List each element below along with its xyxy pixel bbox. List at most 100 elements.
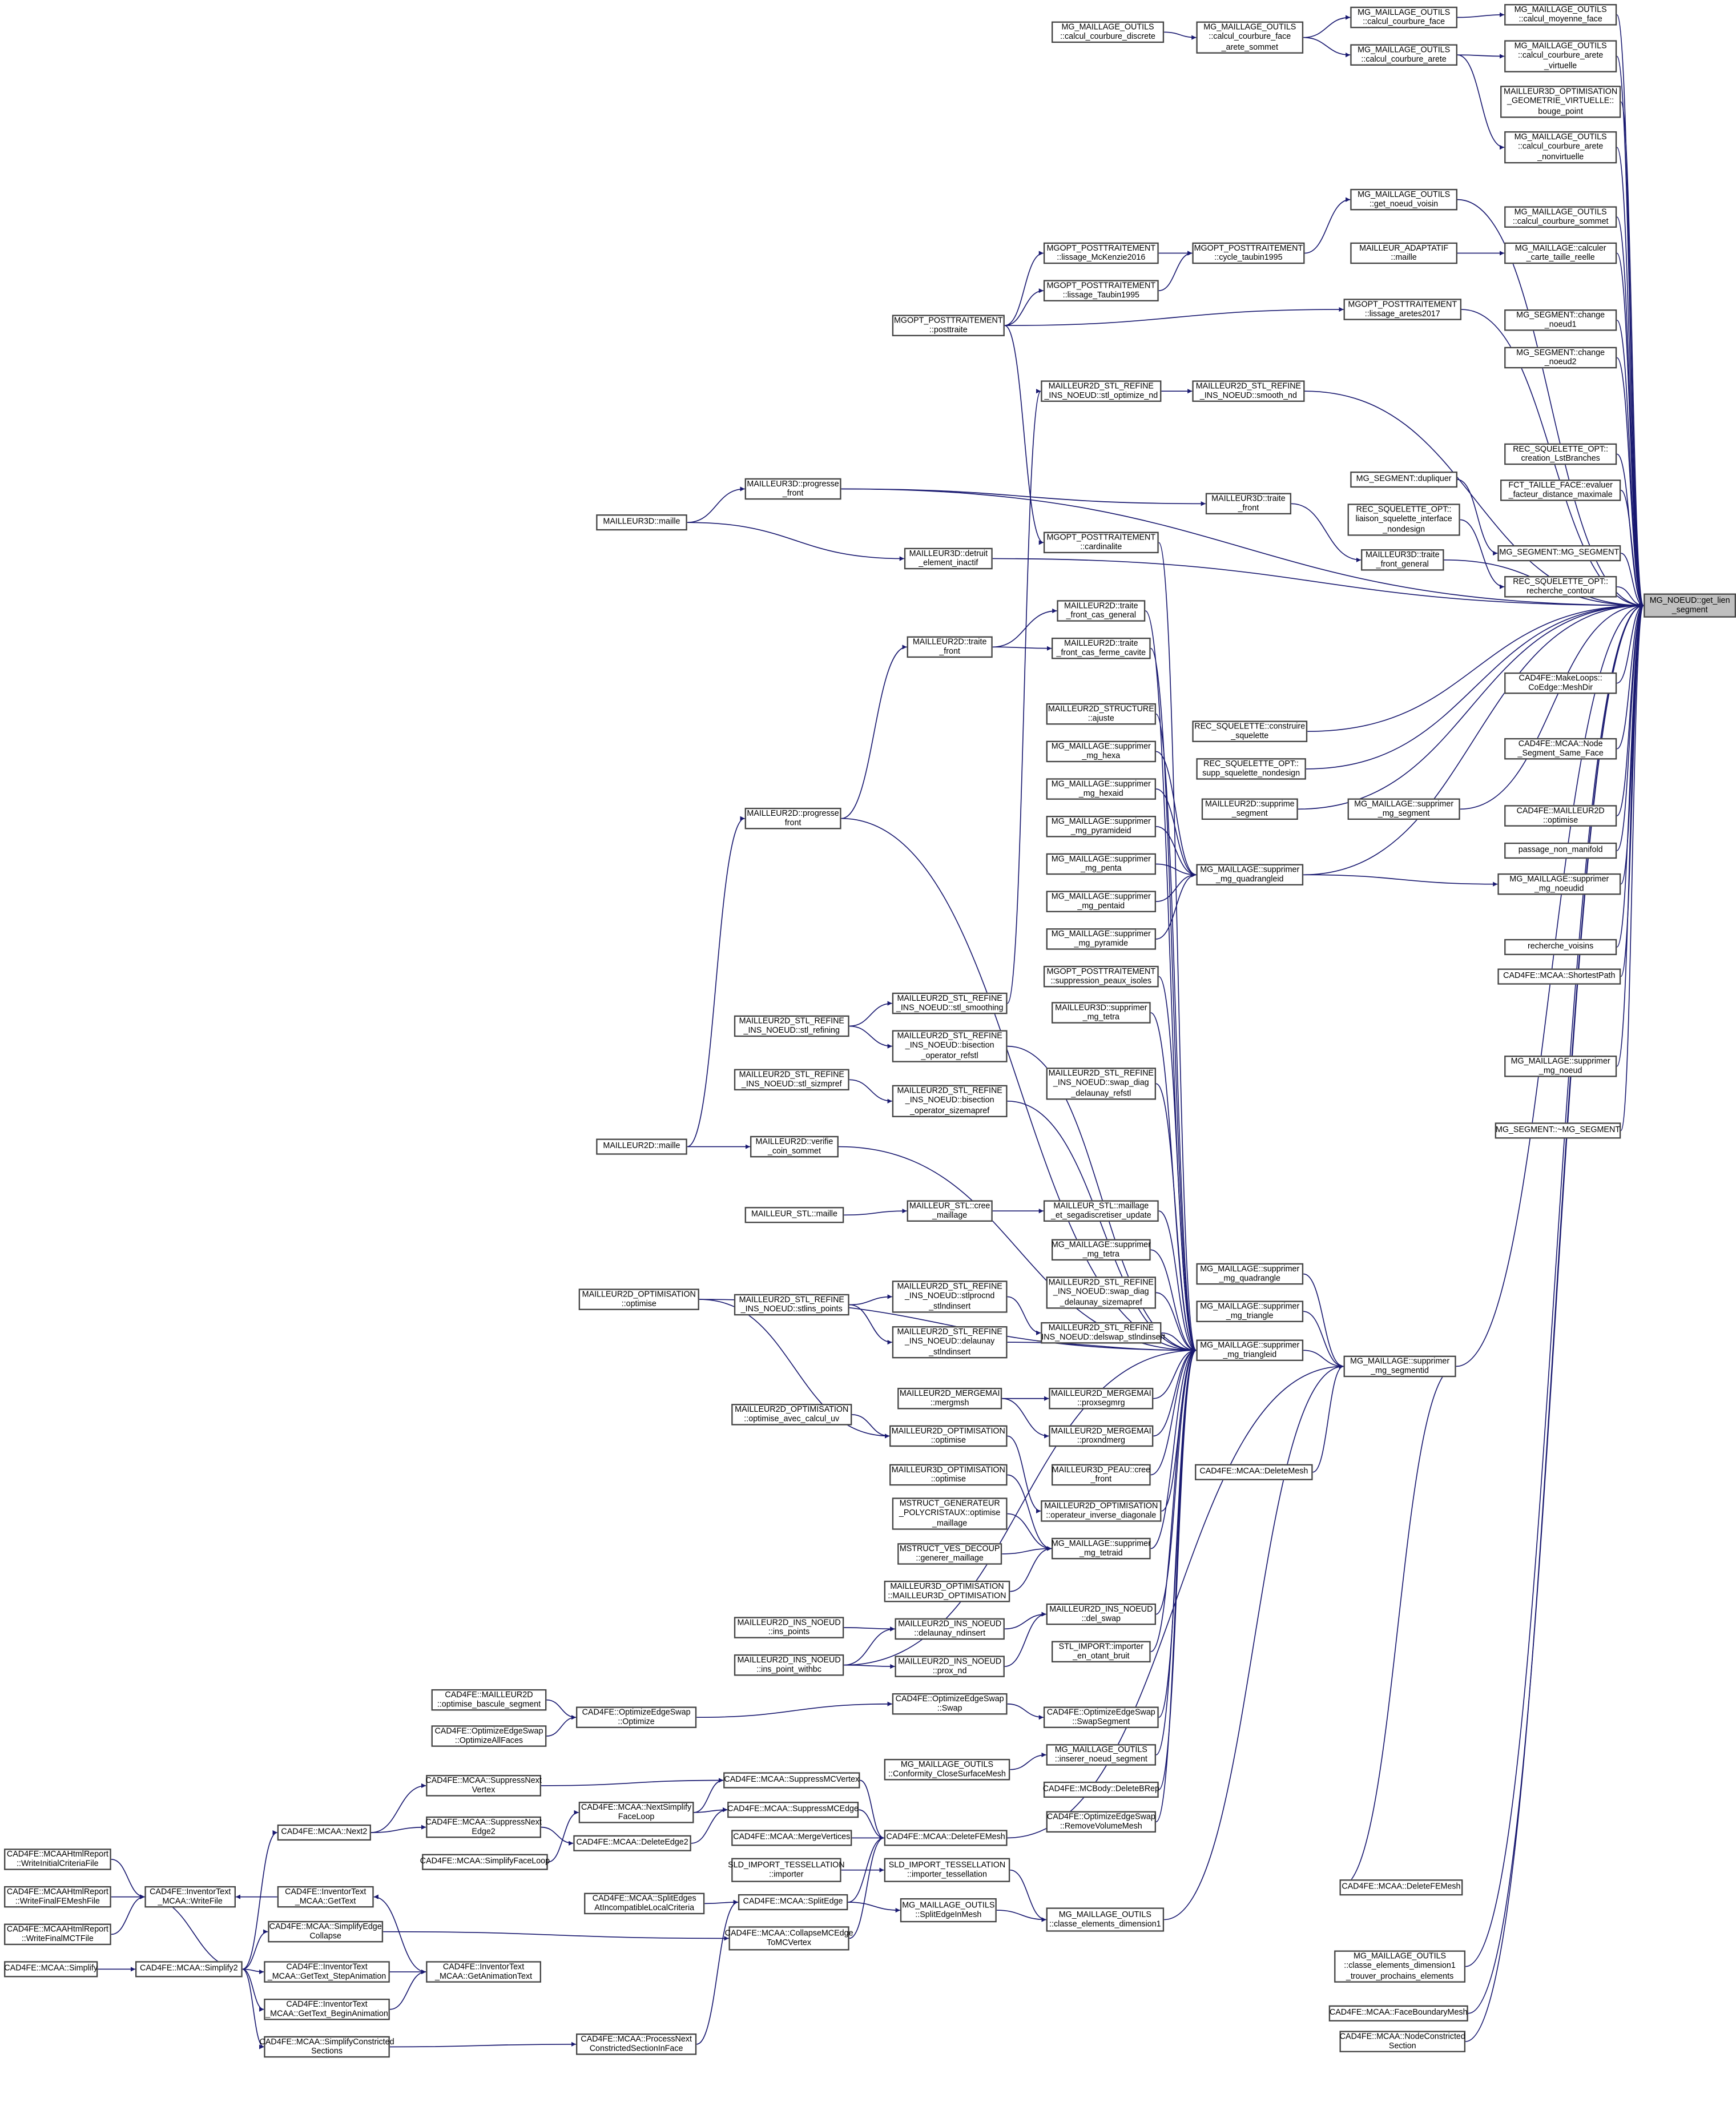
- graph-node[interactable]: CAD4FE::MAILLEUR2D ::optimise: [1504, 805, 1617, 827]
- focus-node-get-lien-segment[interactable]: MG_NOEUD::get_lien _segment: [1644, 593, 1736, 618]
- graph-node[interactable]: MG_MAILLAGE_OUTILS ::calcul_courbure_are…: [1504, 40, 1617, 73]
- graph-node[interactable]: MAILLEUR2D_INS_NOEUD ::prox_nd: [895, 1656, 1005, 1677]
- graph-node[interactable]: MG_MAILLAGE::supprimer _mg_quadrangle: [1196, 1263, 1304, 1285]
- graph-node[interactable]: MAILLEUR3D::detruit _element_inactif: [904, 547, 993, 570]
- graph-node[interactable]: MG_MAILLAGE::supprimer _mg_pentaid: [1046, 891, 1157, 912]
- graph-node[interactable]: MG_MAILLAGE_OUTILS ::Conformity_CloseSur…: [884, 1758, 1010, 1781]
- graph-node[interactable]: MG_MAILLAGE_OUTILS ::get_noeud_voisin: [1350, 188, 1457, 211]
- graph-node[interactable]: CAD4FE::MCAA::SuppressNext Vertex: [425, 1775, 542, 1797]
- graph-node[interactable]: MAILLEUR3D::traite _front: [1205, 493, 1292, 515]
- graph-node[interactable]: passage_non_manifold: [1504, 842, 1617, 859]
- graph-node[interactable]: MAILLEUR_STL::cree _maillage: [907, 1200, 993, 1222]
- graph-node[interactable]: REC_SQUELETTE::construire _squelette: [1192, 720, 1308, 742]
- graph-node[interactable]: REC_SQUELETTE_OPT:: liaison_squelette_in…: [1347, 504, 1460, 536]
- graph-node[interactable]: CAD4FE::MCAA::SimplifyConstricted Sectio…: [260, 2036, 394, 2058]
- graph-node[interactable]: MG_MAILLAGE::supprimer _mg_triangleid: [1196, 1339, 1304, 1362]
- graph-node[interactable]: MAILLEUR3D::traite _front_general: [1361, 549, 1444, 571]
- graph-node[interactable]: MSTRUCT_VES_DECOUP ::generer_maillage: [897, 1543, 1002, 1565]
- graph-node[interactable]: MAILLEUR_STL::maillage _et_segadiscretis…: [1043, 1200, 1159, 1222]
- graph-node[interactable]: MAILLEUR2D_OPTIMISATION ::operateur_inve…: [1041, 1500, 1162, 1522]
- graph-node[interactable]: MGOPT_POSTTRAITEMENT ::suppression_peaux…: [1043, 965, 1159, 988]
- graph-node[interactable]: MAILLEUR2D_STL_REFINE _INS_NOEUD::bisect…: [892, 1030, 1008, 1062]
- graph-node[interactable]: MG_MAILLAGE_OUTILS ::calcul_courbure_are…: [1350, 44, 1457, 66]
- graph-node[interactable]: MAILLEUR2D::traite _front: [907, 636, 993, 658]
- graph-node[interactable]: CAD4FE::MCAA::NextSimplify FaceLoop: [578, 1802, 694, 1823]
- graph-node[interactable]: CAD4FE::MCAAHtmlReport ::WriteInitialCri…: [4, 1849, 111, 1870]
- graph-node[interactable]: FCT_TAILLE_FACE::evaluer _facteur_distan…: [1500, 480, 1621, 501]
- graph-node[interactable]: CAD4FE::MCAA::ShortestPath: [1497, 968, 1621, 985]
- graph-node[interactable]: MG_MAILLAGE::supprimer _mg_hexa: [1046, 740, 1157, 763]
- graph-node[interactable]: MGOPT_POSTTRAITEMENT ::lissage_Taubin199…: [1043, 280, 1159, 301]
- graph-node[interactable]: MAILLEUR2D_STL_REFINE _INS_NOEUD::swap_d…: [1046, 1276, 1157, 1309]
- graph-node[interactable]: MAILLEUR2D::traite _front_cas_general: [1057, 600, 1146, 622]
- graph-node[interactable]: MAILLEUR3D::supprimer _mg_tetra: [1052, 1002, 1151, 1024]
- graph-node[interactable]: MG_MAILLAGE_OUTILS ::calcul_moyenne_face: [1504, 4, 1617, 26]
- graph-node[interactable]: CAD4FE::OptimizeEdgeSwap ::RemoveVolumeM…: [1046, 1811, 1157, 1833]
- graph-node[interactable]: CAD4FE::MCAA::NodeConstricted Section: [1339, 2031, 1466, 2052]
- graph-node[interactable]: CAD4FE::MCAA::Next2: [277, 1824, 371, 1841]
- graph-node[interactable]: MG_MAILLAGE_OUTILS ::classe_elements_dim…: [1334, 1950, 1466, 1983]
- graph-node[interactable]: CAD4FE::InventorText _MCAA::GetText_Begi…: [264, 1998, 390, 2020]
- graph-node[interactable]: MAILLEUR2D_MERGEMAI ::proxsegmrg: [1049, 1387, 1154, 1410]
- graph-node[interactable]: MG_MAILLAGE_OUTILS ::classe_elements_dim…: [1046, 1907, 1165, 1932]
- graph-node[interactable]: MAILLEUR2D_STL_REFINE _INS_NOEUD::stlins…: [734, 1294, 849, 1316]
- graph-node[interactable]: MG_MAILLAGE::supprimer _mg_hexaid: [1046, 778, 1157, 800]
- graph-node[interactable]: CAD4FE::MCAAHtmlReport ::WriteFinalFEMes…: [4, 1886, 111, 1908]
- graph-node[interactable]: MAILLEUR2D_STL_REFINE _INS_NOEUD::stl_sm…: [892, 992, 1008, 1014]
- graph-node[interactable]: MG_MAILLAGE::supprimer _mg_pyramide: [1046, 928, 1157, 950]
- graph-node[interactable]: MAILLEUR2D_STL_REFINE _INS_NOEUD::delaun…: [892, 1326, 1008, 1359]
- graph-node[interactable]: CAD4FE::MCAA::DeleteFEMesh: [1339, 1879, 1463, 1896]
- graph-node[interactable]: MAILLEUR3D_PEAU::cree _front: [1052, 1464, 1151, 1486]
- graph-node[interactable]: MAILLEUR2D_STL_REFINE _INS_NOEUD::stlpro…: [892, 1280, 1008, 1313]
- graph-node[interactable]: STL_IMPORT::importer _en_otant_bruit: [1052, 1641, 1151, 1663]
- graph-node[interactable]: MG_SEGMENT::~MG_SEGMENT: [1495, 1122, 1621, 1139]
- graph-node[interactable]: CAD4FE::MCAA::SimplifyEdge Collapse: [268, 1920, 384, 1943]
- graph-node[interactable]: MAILLEUR3D_OPTIMISATION _GEOMETRIE_VIRTU…: [1500, 86, 1621, 118]
- graph-node[interactable]: MG_MAILLAGE_OUTILS ::calcul_courbure_are…: [1504, 131, 1617, 164]
- graph-node[interactable]: CAD4FE::MCAA::Simplify2: [135, 1961, 243, 1978]
- graph-node[interactable]: MAILLEUR2D_STL_REFINE _INS_NOEUD::stl_re…: [734, 1015, 849, 1037]
- graph-node[interactable]: MAILLEUR2D_OPTIMISATION ::optimise: [889, 1425, 1008, 1447]
- graph-node[interactable]: CAD4FE::MCAA::Node _Segment_Same_Face: [1504, 738, 1617, 760]
- graph-node[interactable]: MAILLEUR2D_STL_REFINE _INS_NOEUD::stl_si…: [734, 1069, 849, 1091]
- graph-node[interactable]: SLD_IMPORT_TESSELLATION ::importer: [728, 1858, 845, 1882]
- graph-node[interactable]: CAD4FE::MCAA::Simplify: [4, 1961, 98, 1978]
- graph-node[interactable]: MAILLEUR_STL::maille: [744, 1207, 844, 1223]
- graph-node[interactable]: MGOPT_POSTTRAITEMENT ::lissage_aretes201…: [1343, 299, 1462, 320]
- graph-node[interactable]: CAD4FE::MCAA::SplitEdge: [738, 1894, 848, 1911]
- graph-node[interactable]: CAD4FE::OptimizeEdgeSwap ::Optimize: [575, 1706, 697, 1728]
- graph-node[interactable]: MAILLEUR2D_STL_REFINE _INS_NOEUD::delswa…: [1037, 1322, 1165, 1344]
- graph-node[interactable]: MAILLEUR2D_STRUCTURE ::ajuste: [1046, 703, 1157, 725]
- graph-node[interactable]: MG_MAILLAGE_OUTILS ::calcul_courbure_fac…: [1196, 21, 1304, 54]
- graph-node[interactable]: MAILLEUR3D_OPTIMISATION ::MAILLEUR3D_OPT…: [884, 1580, 1010, 1602]
- graph-node[interactable]: MG_MAILLAGE::supprimer _mg_triangle: [1196, 1300, 1304, 1322]
- graph-node[interactable]: MAILLEUR2D::progresse front: [744, 807, 841, 829]
- graph-node[interactable]: MAILLEUR2D_OPTIMISATION ::optimise_avec_…: [731, 1404, 852, 1426]
- graph-node[interactable]: MAILLEUR2D_INS_NOEUD ::ins_points: [734, 1617, 844, 1638]
- graph-node[interactable]: MAILLEUR2D_OPTIMISATION ::optimise: [578, 1288, 699, 1310]
- graph-node[interactable]: MAILLEUR2D_INS_NOEUD ::del_swap: [1046, 1603, 1157, 1625]
- graph-node[interactable]: MSTRUCT_GENERATEUR _POLYCRISTAUX::optimi…: [892, 1497, 1008, 1530]
- graph-node[interactable]: CAD4FE::MAILLEUR2D ::optimise_bascule_se…: [431, 1689, 547, 1711]
- graph-node[interactable]: SLD_IMPORT_TESSELLATION ::importer_tesse…: [884, 1858, 1010, 1882]
- graph-node[interactable]: CAD4FE::MCAA::FaceBoundaryMesh: [1328, 2005, 1468, 2022]
- graph-node[interactable]: MG_SEGMENT::MG_SEGMENT: [1497, 545, 1621, 562]
- graph-node[interactable]: CAD4FE::InventorText _MCAA::GetText_Step…: [264, 1961, 390, 1983]
- graph-node[interactable]: MAILLEUR2D_INS_NOEUD ::delaunay_ndinsert: [895, 1618, 1005, 1640]
- graph-node[interactable]: MAILLEUR3D_OPTIMISATION ::optimise: [889, 1464, 1008, 1486]
- graph-node[interactable]: MG_SEGMENT::dupliquer: [1350, 471, 1457, 488]
- graph-node[interactable]: CAD4FE::MCAA::DeleteFEMesh: [884, 1830, 1008, 1846]
- graph-node[interactable]: CAD4FE::InventorText _MCAA::GetText: [277, 1886, 374, 1908]
- graph-node[interactable]: REC_SQUELETTE_OPT:: supp_squelette_nonde…: [1196, 758, 1306, 780]
- graph-node[interactable]: CAD4FE::InventorText _MCAA::WriteFile: [144, 1886, 236, 1908]
- graph-node[interactable]: CAD4FE::InventorText _MCAA::GetAnimation…: [426, 1961, 541, 1983]
- graph-node[interactable]: MAILLEUR2D_STL_REFINE _INS_NOEUD::smooth…: [1192, 380, 1305, 402]
- graph-node[interactable]: MG_MAILLAGE::supprimer _mg_quadrangleid: [1196, 864, 1304, 886]
- graph-node[interactable]: MAILLEUR2D::supprime _segment: [1201, 798, 1298, 820]
- graph-node[interactable]: MAILLEUR3D::progresse _front: [744, 478, 841, 500]
- graph-node[interactable]: MAILLEUR2D_STL_REFINE _INS_NOEUD::stl_op…: [1041, 380, 1162, 402]
- graph-node[interactable]: MG_MAILLAGE::supprimer _mg_tetra: [1052, 1239, 1151, 1261]
- graph-node[interactable]: MAILLEUR2D_MERGEMAI ::proxndmerg: [1049, 1425, 1154, 1447]
- graph-node[interactable]: CAD4FE::OptimizeEdgeSwap ::Swap: [892, 1693, 1008, 1715]
- graph-node[interactable]: MAILLEUR_ADAPTATIF ::maille: [1350, 242, 1457, 264]
